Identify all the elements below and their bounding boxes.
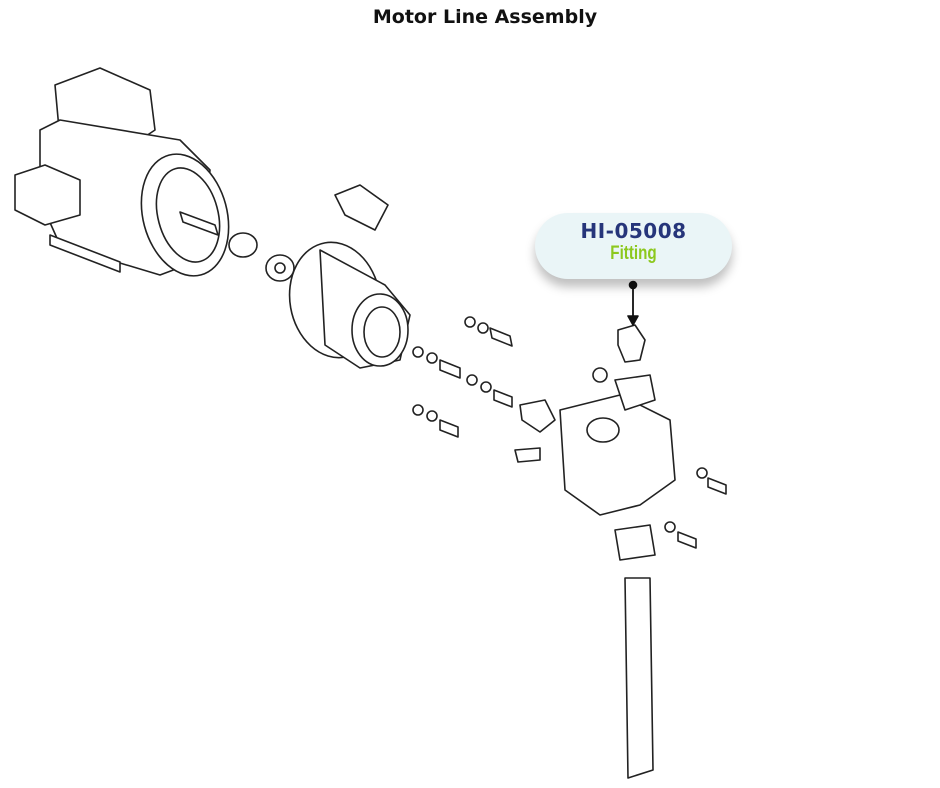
part-callout: HI-05008 Fitting — [535, 213, 732, 279]
fitting-elbow — [617, 324, 646, 363]
part-number: HI-05008 — [580, 219, 687, 243]
suction-pipe — [624, 577, 654, 779]
pump — [514, 367, 676, 561]
bell-housing — [288, 241, 411, 369]
motor — [14, 67, 230, 277]
coupling — [228, 232, 295, 282]
diagram-title: Motor Line Assembly — [372, 6, 598, 28]
part-name: Fitting — [610, 243, 657, 264]
guard-plate — [334, 184, 389, 231]
bolts-and-washers — [412, 316, 727, 549]
callout-leader — [627, 280, 639, 326]
